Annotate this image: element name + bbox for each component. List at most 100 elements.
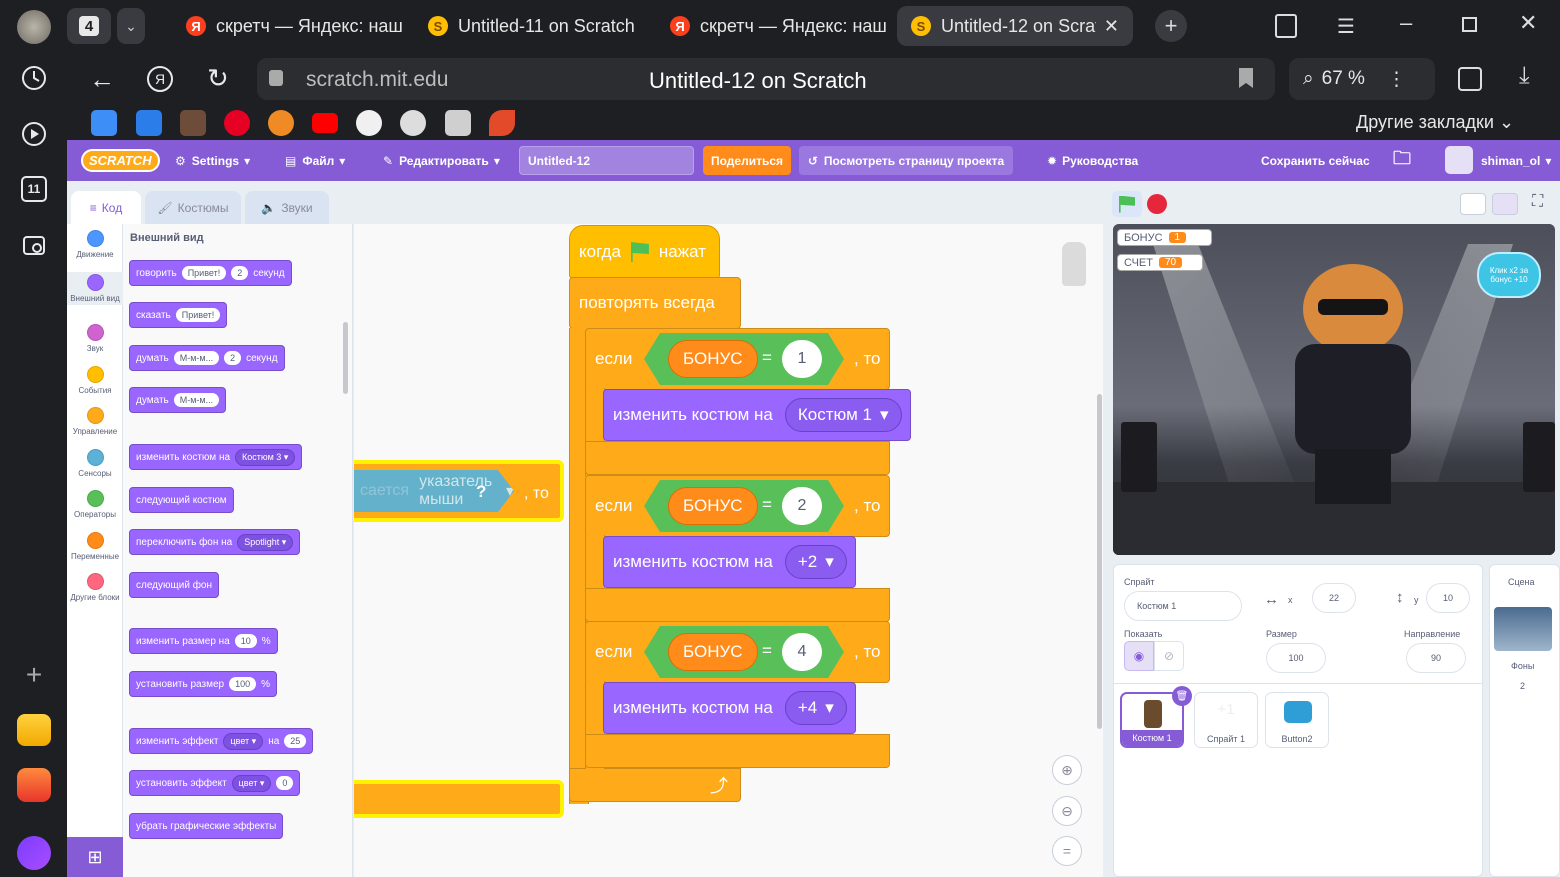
direction-input[interactable]: 90 xyxy=(1406,643,1466,673)
costume-dropdown[interactable]: Костюм 3 ▾ xyxy=(235,448,296,466)
category-operators[interactable]: Операторы xyxy=(67,490,123,519)
block-input[interactable]: 25 xyxy=(284,734,307,748)
category-events[interactable]: События xyxy=(67,366,123,395)
zoom-reset-icon[interactable]: = xyxy=(1052,836,1082,866)
tab-sounds[interactable]: 🔈Звуки xyxy=(245,191,329,224)
stage-selector-panel[interactable]: Сцена Фоны 2 xyxy=(1489,564,1560,877)
clear-effects-block[interactable]: убрать графические эффекты xyxy=(129,813,284,839)
category-sensing[interactable]: Сенсоры xyxy=(67,449,123,478)
if-block[interactable]: если БОНУС = 4 , то xyxy=(585,621,890,683)
fullscreen-icon[interactable]: ⛶ xyxy=(1532,193,1544,210)
code-canvas[interactable]: сается указатель мыши ▾ ? , то когда наж… xyxy=(354,224,1103,877)
github-icon[interactable] xyxy=(356,110,382,136)
sprite-thumbnail[interactable]: +1 Спрайт 1 xyxy=(1194,692,1258,748)
add-extension-button[interactable]: ⊞ xyxy=(67,837,123,877)
y-input[interactable]: 10 xyxy=(1426,583,1470,613)
block-input[interactable]: 10 xyxy=(234,634,257,648)
bookmark-icon[interactable] xyxy=(1239,68,1253,88)
yandex-logo-icon[interactable]: Я xyxy=(147,66,173,92)
costume-dropdown[interactable]: +2▾ xyxy=(784,545,847,579)
back-icon[interactable]: ← xyxy=(89,64,115,94)
if-block[interactable]: если БОНУС = 2 , то xyxy=(585,475,890,537)
hamster-sprite[interactable] xyxy=(1283,264,1423,504)
new-tab-button[interactable]: + xyxy=(1155,10,1187,42)
dragged-bottom-block[interactable] xyxy=(354,780,564,818)
block-input[interactable]: 2 xyxy=(231,266,249,280)
zoom-in-icon[interactable]: ⊕ xyxy=(1052,755,1082,785)
block-input[interactable]: М-м-м... xyxy=(173,351,220,365)
canvas-scrollbar[interactable] xyxy=(1097,394,1102,729)
block-input[interactable]: 0 xyxy=(276,776,294,790)
stage-thumbnail[interactable] xyxy=(1494,607,1552,651)
block-input[interactable]: 2 xyxy=(224,351,242,365)
size-input[interactable]: 100 xyxy=(1266,643,1326,673)
calendar-icon[interactable]: 11 xyxy=(18,173,50,205)
scratch-logo[interactable]: SCRATCH xyxy=(81,140,160,181)
restore-icon[interactable] xyxy=(1462,17,1477,32)
bonus-variable[interactable]: БОНУС xyxy=(668,487,758,525)
switch-costume-block[interactable]: изменить костюм на Костюм 1▾ xyxy=(603,389,911,441)
pinterest-icon[interactable] xyxy=(224,110,250,136)
video-play-icon[interactable] xyxy=(18,118,50,150)
effect-dropdown[interactable]: цвет ▾ xyxy=(223,732,264,750)
my-stuff-folder-icon[interactable]: 🗀 xyxy=(1393,147,1411,168)
x-input[interactable]: 22 xyxy=(1312,583,1356,613)
if-block[interactable]: если БОНУС = 1 , то xyxy=(585,328,890,390)
show-sprite-button[interactable]: ◉ xyxy=(1124,641,1154,671)
more-options-icon[interactable]: ⋮ xyxy=(1386,68,1406,90)
stop-button[interactable] xyxy=(1147,194,1167,214)
alice-assistant-icon[interactable] xyxy=(17,836,51,870)
hide-sprite-button[interactable]: ⊘ xyxy=(1154,641,1184,671)
category-control[interactable]: Управление xyxy=(67,407,123,436)
compare-input[interactable]: 2 xyxy=(782,487,822,525)
costume-dropdown[interactable]: Костюм 1▾ xyxy=(784,398,902,432)
block-input[interactable]: М-м-м... xyxy=(173,393,220,407)
app-bookmark-icon[interactable] xyxy=(445,110,471,136)
click-bonus-badge[interactable]: Клик x2 за бонус +10 xyxy=(1477,252,1541,298)
block-input[interactable]: Привет! xyxy=(175,308,221,322)
add-panel-icon[interactable]: + xyxy=(25,659,43,690)
chevron-down-icon[interactable]: ⌄ xyxy=(117,8,145,44)
backdrop-dropdown[interactable]: Spotlight ▾ xyxy=(237,533,294,551)
block-input[interactable]: 100 xyxy=(229,677,257,691)
account-menu[interactable]: shiman_ol▾ xyxy=(1481,140,1551,181)
effect-dropdown[interactable]: цвет ▾ xyxy=(231,774,272,792)
bonus-variable[interactable]: БОНУС xyxy=(668,633,758,671)
category-motion[interactable]: Движение xyxy=(67,230,123,259)
tab-costumes[interactable]: 🖌Костюмы xyxy=(145,191,241,224)
game-bookmark-icon[interactable] xyxy=(180,110,206,136)
compare-input[interactable]: 4 xyxy=(782,633,822,671)
settings-menu[interactable]: ⚙Settings▾ xyxy=(175,140,250,181)
reload-icon[interactable]: ↻ xyxy=(207,63,229,93)
tab-counter-button[interactable]: 4 xyxy=(67,8,111,44)
collections-icon[interactable] xyxy=(1275,14,1297,38)
switch-costume-block[interactable]: изменить костюм на +2▾ xyxy=(603,536,856,588)
when-flag-clicked-block[interactable]: когда нажат xyxy=(569,225,720,279)
project-title-input[interactable]: Untitled-12 xyxy=(519,146,694,175)
menu-icon[interactable]: ☰ xyxy=(1337,16,1355,38)
stage-canvas[interactable]: Клик x2 за бонус +10 xyxy=(1113,224,1555,555)
category-looks[interactable]: Внешний вид xyxy=(67,272,123,305)
green-flag-button[interactable] xyxy=(1112,191,1142,217)
block-input[interactable]: Привет! xyxy=(181,266,227,280)
minimize-icon[interactable]: – xyxy=(1400,10,1413,35)
edit-menu[interactable]: ✎Редактировать▾ xyxy=(383,140,500,181)
link-bookmark-icon[interactable] xyxy=(400,110,426,136)
forever-block[interactable]: повторять всегда xyxy=(569,277,741,329)
download-icon[interactable]: ⤓ xyxy=(1519,62,1530,89)
save-now-link[interactable]: Сохранить сейчас xyxy=(1261,140,1370,181)
next-backdrop-block[interactable]: следующий фон xyxy=(129,572,220,598)
share-button[interactable]: Поделиться xyxy=(703,146,791,175)
category-sound[interactable]: Звук xyxy=(67,324,123,353)
category-variables[interactable]: Переменные xyxy=(67,532,123,561)
compare-input[interactable]: 1 xyxy=(782,340,822,378)
